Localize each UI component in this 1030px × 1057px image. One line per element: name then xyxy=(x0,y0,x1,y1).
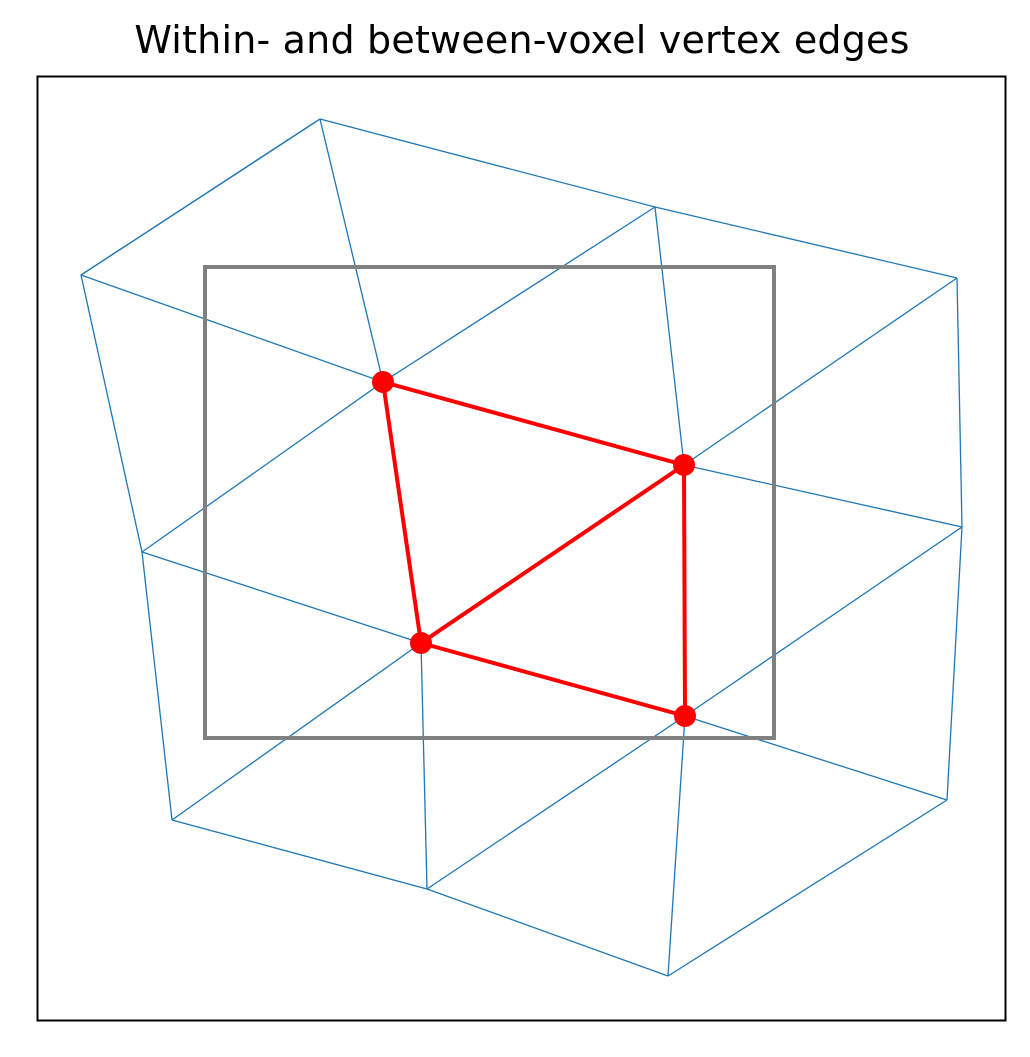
mesh-edge-v1-v2 xyxy=(319,118,656,208)
mesh-edge-v5-v2 xyxy=(382,206,656,383)
mesh-edge-v3-v5 xyxy=(80,274,384,383)
mesh-edge-v13-v10 xyxy=(426,715,686,890)
mesh-edges xyxy=(80,118,963,977)
mesh-edge-v10-v14 xyxy=(667,715,686,977)
highlighted-edges xyxy=(381,380,687,718)
highlight-edge-v5-v6 xyxy=(382,380,685,467)
voxel-boundary xyxy=(203,265,776,740)
mesh-edge-v4-v7 xyxy=(956,277,963,528)
mesh-edge-v6-v7 xyxy=(683,464,963,528)
mesh-edge-v12-v9 xyxy=(171,642,422,821)
highlighted-vertices xyxy=(372,371,696,727)
mesh-edge-v2-v6 xyxy=(654,206,685,466)
mesh-edge-v9-v13 xyxy=(420,642,428,890)
mesh-edge-v8-v5 xyxy=(141,381,384,553)
mesh-edge-v3-v1 xyxy=(80,118,321,276)
mesh-edge-v2-v4 xyxy=(654,206,958,279)
mesh-edge-v3-v8 xyxy=(80,274,143,553)
mesh-edge-v8-v12 xyxy=(141,551,173,821)
highlight-edge-v6-v10 xyxy=(682,464,687,717)
highlight-vertex-v5 xyxy=(372,371,394,393)
mesh-edge-v13-v14 xyxy=(426,888,669,977)
mesh-edge-v14-v11 xyxy=(667,799,948,977)
mesh-edge-v8-v9 xyxy=(141,551,422,644)
plot-frame xyxy=(36,75,1007,1022)
mesh-edge-v10-v7 xyxy=(684,526,963,717)
highlight-edge-v9-v6 xyxy=(419,463,686,645)
highlight-edge-v5-v9 xyxy=(381,381,423,644)
highlight-vertex-v10 xyxy=(674,705,696,727)
mesh-edge-v10-v11 xyxy=(684,715,948,801)
mesh-edge-v7-v11 xyxy=(946,526,963,801)
mesh-edge-v1-v5 xyxy=(319,118,384,383)
mesh-edge-v6-v4 xyxy=(683,277,958,466)
mesh-edge-v12-v13 xyxy=(171,819,428,890)
highlight-vertex-v6 xyxy=(673,454,695,476)
highlight-vertex-v9 xyxy=(410,632,432,654)
highlight-edge-v9-v10 xyxy=(420,641,686,718)
chart-title: Within- and between-voxel vertex edges xyxy=(134,18,910,62)
